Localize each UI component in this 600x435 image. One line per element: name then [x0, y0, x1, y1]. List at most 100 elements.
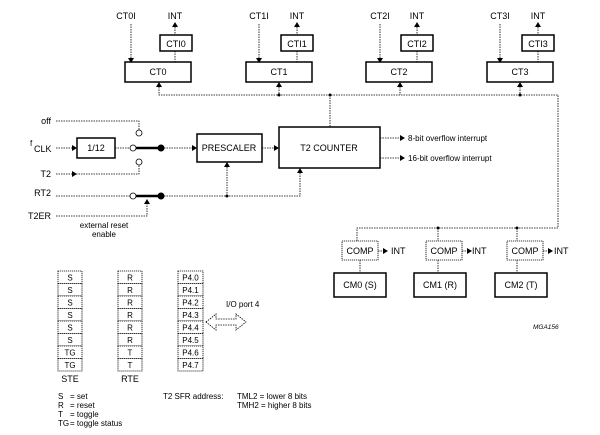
- overflow16-arrow-icon: [400, 155, 405, 161]
- fclk-f-text: f: [30, 139, 33, 148]
- overflow8-label: 8-bit overflow interrupt: [408, 134, 488, 143]
- t2-wire: [56, 165, 140, 175]
- comp1-int-arrow-icon: [467, 248, 472, 254]
- cm2-label: CM2 (T): [505, 280, 538, 290]
- ct0-label: CT0: [149, 67, 166, 77]
- comparator-2: COMP INT CM2 (T): [494, 240, 569, 298]
- rt2-label: RT2: [34, 188, 51, 198]
- switch-pivot: [157, 144, 165, 152]
- ste-label: STE: [61, 374, 79, 384]
- switch-contact-t2: [135, 158, 143, 166]
- legend-val-s: = set: [70, 392, 88, 401]
- port-cell-label: P4.5: [182, 336, 199, 345]
- overflow16-label: 16-bit overflow interrupt: [408, 154, 492, 163]
- reset-junction-dot: [225, 194, 229, 198]
- port4-register: P4.0P4.1P4.2P4.3P4.4P4.5P4.6P4.7: [177, 270, 204, 372]
- prescaler-label: PRESCALER: [202, 143, 257, 153]
- io-port-label: I/O port 4: [226, 300, 260, 309]
- port-cell-label: P4.2: [182, 299, 199, 308]
- counter-in-arrow-icon: [274, 145, 279, 151]
- rte-cell-label: T: [128, 361, 133, 370]
- t2-label: T2: [40, 169, 51, 179]
- cm0-box: [333, 272, 387, 298]
- ct2-int-arrow-icon: [414, 22, 420, 27]
- top-bus-taps: [278, 87, 521, 95]
- cti0-box: [159, 34, 193, 52]
- port-cell-label: P4.6: [182, 349, 199, 358]
- ct0-int-arrow-icon: [172, 22, 178, 27]
- prescaler-reset-arrow-icon: [224, 162, 230, 167]
- comp0-int-label: INT: [391, 246, 406, 256]
- comp-junction-dot: [515, 226, 519, 230]
- reset-switch-contact: [129, 192, 137, 200]
- port-cell-label: P4.7: [182, 361, 199, 370]
- comp2-int-arrow-icon: [548, 248, 553, 254]
- cti2-label: CTI2: [407, 39, 427, 49]
- rte-cell-label: R: [127, 299, 133, 308]
- bus-junction-dot: [518, 93, 522, 97]
- switch-contact-fclk: [129, 144, 137, 152]
- comp1-box: [425, 240, 463, 261]
- rte-cell-label: R: [127, 286, 133, 295]
- timer-unit-3: CT3I INT CTI3 CT3: [486, 11, 555, 87]
- ct2i-label: CT2I: [370, 11, 390, 21]
- ste-cell-label: S: [67, 336, 72, 345]
- sfr-address: T2 SFR address: TML2 = lower 8 bits TMH2…: [163, 392, 311, 410]
- cti3-label: CTI3: [528, 39, 548, 49]
- legend-key-r: R: [58, 401, 64, 410]
- ste-cell-label: S: [67, 299, 72, 308]
- ct2-label: CT2: [390, 67, 407, 77]
- rte-cell-label: R: [127, 311, 133, 320]
- bus-junction-dot: [277, 93, 281, 97]
- rte-cell-label: T: [128, 349, 133, 358]
- divider-label: 1/12: [87, 143, 105, 153]
- legend-val-t: = toggle: [70, 410, 99, 419]
- reset-switch-pivot: [157, 192, 165, 200]
- ct3-label: CT3: [511, 67, 528, 77]
- ste-cell-label: S: [67, 311, 72, 320]
- comp0-label: COMP: [347, 246, 374, 256]
- port-cell-label: P4.3: [182, 311, 199, 320]
- ct1-int-arrow-icon: [294, 22, 300, 27]
- ct1-int-label: INT: [290, 11, 305, 21]
- cm0-label: CM0 (S): [343, 280, 377, 290]
- fclk-label: f CLK: [30, 139, 52, 154]
- legend: S = set R = reset T = toggle TG = toggle…: [58, 392, 122, 428]
- comp-junction-dot: [436, 226, 440, 230]
- rte-cell: [117, 358, 143, 372]
- cti0-label: CTI0: [166, 39, 186, 49]
- ct2-int-label: INT: [410, 11, 425, 21]
- ct3i-label: CT3I: [490, 11, 510, 21]
- port-cell-label: P4.1: [182, 286, 199, 295]
- overflow8-arrow-icon: [400, 135, 405, 141]
- ste-cell-label: TG: [64, 361, 75, 370]
- comp-bus-taps: [437, 228, 518, 241]
- ct0i-arrow-icon: [128, 58, 134, 63]
- ct0-int-label: INT: [168, 11, 183, 21]
- ct2i-arrow-icon: [377, 58, 383, 63]
- prescaler-box: [196, 133, 263, 163]
- rte-cell-label: R: [127, 274, 133, 283]
- port-cell-label: P4.0: [182, 274, 199, 283]
- ct1-label: CT1: [270, 67, 287, 77]
- t2-counter-label: T2 COUNTER: [300, 143, 358, 153]
- legend-key-tg: TG: [58, 419, 69, 428]
- ct0-box: [124, 61, 192, 83]
- t2-arrow-icon: [72, 171, 77, 177]
- reset-to-counter-wire: [164, 172, 301, 197]
- timer-unit-0: CT0I INT CTI0 CT0: [116, 11, 193, 87]
- cm1-label: CM1 (R): [423, 280, 457, 290]
- t2er-wire: [56, 203, 148, 217]
- ste-cell-label: TG: [64, 349, 75, 358]
- ext-reset-label-2: enable: [92, 230, 117, 239]
- rte-label: RTE: [121, 374, 139, 384]
- ct1i-arrow-icon: [256, 58, 262, 63]
- fclk-sub-text: CLK: [34, 144, 52, 154]
- port-cell-label: P4.4: [182, 324, 199, 333]
- ct3-bus-arrow-icon: [517, 82, 523, 87]
- t2-counter-box: [278, 126, 381, 169]
- rte-cell-label: R: [127, 324, 133, 333]
- off-label: off: [41, 116, 51, 126]
